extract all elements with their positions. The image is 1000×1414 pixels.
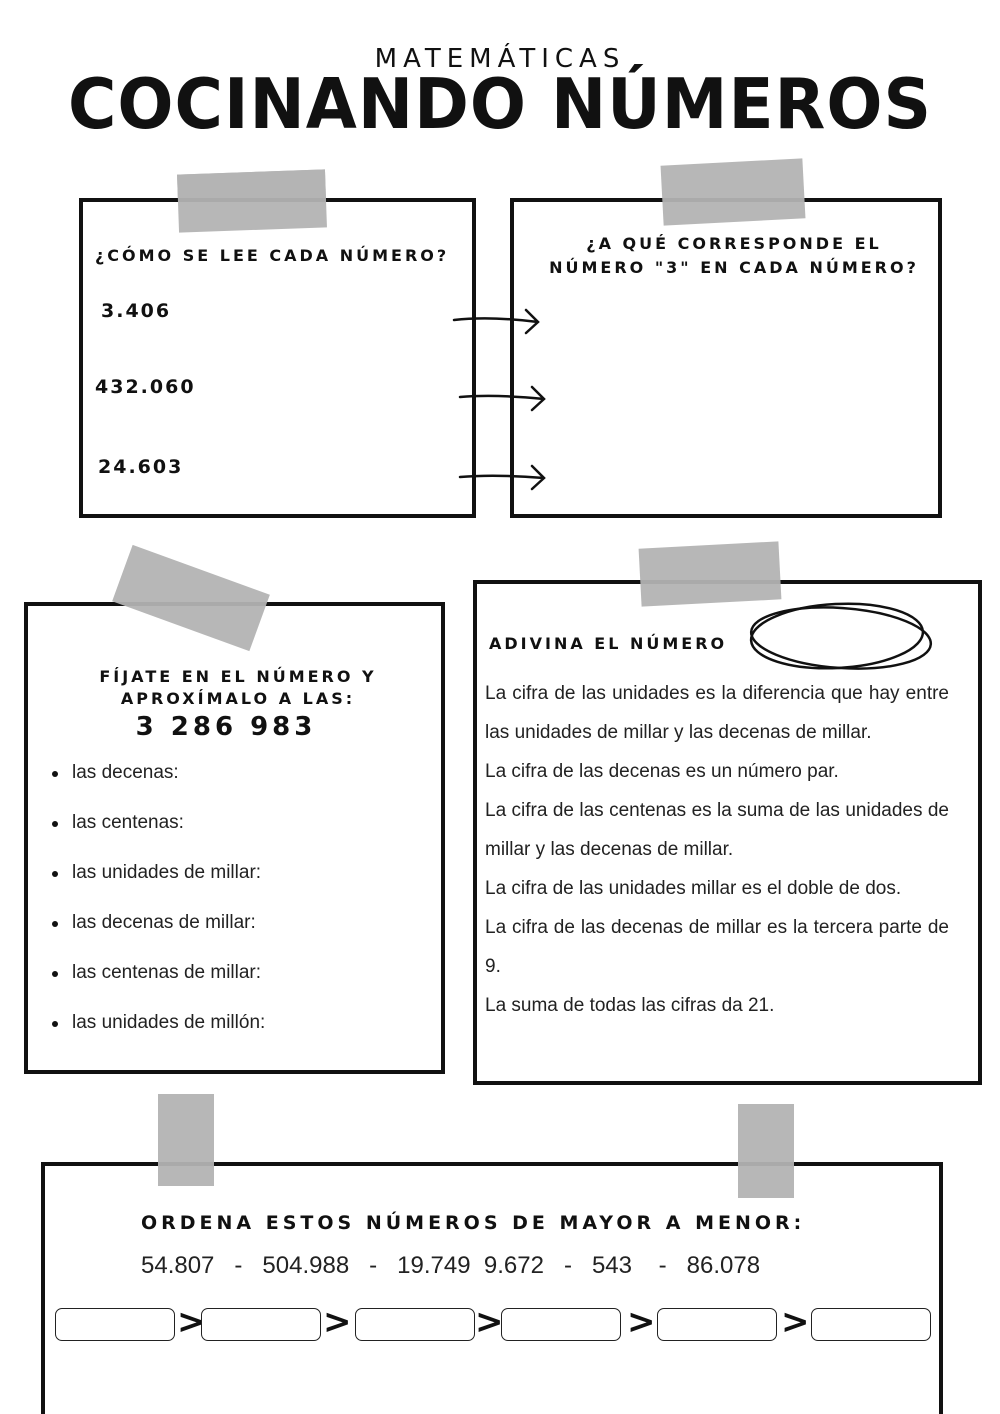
answer-slot-6[interactable] (811, 1308, 931, 1341)
number-2: 432.060 (95, 376, 196, 398)
answer-slot-1[interactable] (55, 1308, 175, 1341)
order-numbers: 54.807 - 504.988 - 19.749 9.672 - 543 - … (141, 1252, 761, 1279)
read-heading: ¿Cómo se lee cada número? (95, 246, 450, 265)
list-item: las decenas de millar: (51, 908, 265, 958)
greater-than-5: > (781, 1302, 810, 1342)
number-3: 24.603 (98, 456, 184, 478)
approx-list: las decenas: las centenas: las unidades … (51, 758, 265, 1058)
tape-2 (660, 158, 806, 226)
tape-6 (738, 1104, 794, 1198)
page-title: COCINANDO NÚMEROS (67, 64, 932, 145)
answer-circle (749, 602, 933, 670)
guess-heading: Adivina el número (489, 634, 728, 653)
three-heading: ¿A qué corresponde el número "3" en cada… (549, 234, 919, 277)
approximate-box: Fíjate en el número y aproxímalo a las: … (24, 602, 445, 1074)
answer-slot-3[interactable] (355, 1308, 475, 1341)
clue-4: La cifra de las unidades millar es el do… (485, 878, 902, 899)
clue-2: La cifra de las decenas es un número par… (485, 761, 839, 782)
list-item: las unidades de millón: (51, 1008, 265, 1058)
clues: La cifra de las unidades es la diferenci… (485, 674, 949, 1025)
approx-heading: Fíjate en el número y aproxímalo a las: (99, 667, 377, 708)
order-numbers-box: Ordena estos números de mayor a menor: 5… (41, 1162, 943, 1414)
order-heading: Ordena estos números de mayor a menor: (141, 1212, 806, 1234)
clue-6: La suma de todas las cifras da 21. (485, 995, 775, 1016)
read-numbers-box: ¿Cómo se lee cada número? 3.406 432.060 … (79, 198, 476, 518)
list-item: las unidades de millar: (51, 858, 265, 908)
guess-number-box: Adivina el número La cifra de las unidad… (473, 580, 982, 1085)
approx-number: 3 286 983 (135, 712, 317, 742)
clue-1: La cifra de las unidades es la diferenci… (485, 683, 949, 743)
greater-than-1: > (177, 1302, 206, 1342)
greater-than-4: > (627, 1302, 656, 1342)
tape-1-top (177, 169, 327, 233)
greater-than-2: > (323, 1302, 352, 1342)
list-item: las centenas de millar: (51, 958, 265, 1008)
answer-slot-2[interactable] (201, 1308, 321, 1341)
tape-5 (158, 1094, 214, 1186)
subtitle: MATEMÁTICAS (374, 44, 626, 74)
tape-4 (638, 541, 782, 607)
answer-slot-5[interactable] (657, 1308, 777, 1341)
arrow-2-icon (458, 385, 546, 412)
answer-slot-4[interactable] (501, 1308, 621, 1341)
number-1: 3.406 (101, 300, 172, 322)
clue-5: La cifra de las decenas de millar es la … (485, 917, 949, 977)
list-item: las decenas: (51, 758, 265, 808)
clue-3: La cifra de las centenas es la suma de l… (485, 800, 949, 860)
arrows (452, 308, 546, 491)
list-item: las centenas: (51, 808, 265, 858)
digit-three-box: ¿A qué corresponde el número "3" en cada… (510, 198, 942, 518)
arrow-1-icon (452, 308, 540, 335)
arrow-3-icon (458, 464, 546, 491)
greater-than-3: > (475, 1302, 504, 1342)
